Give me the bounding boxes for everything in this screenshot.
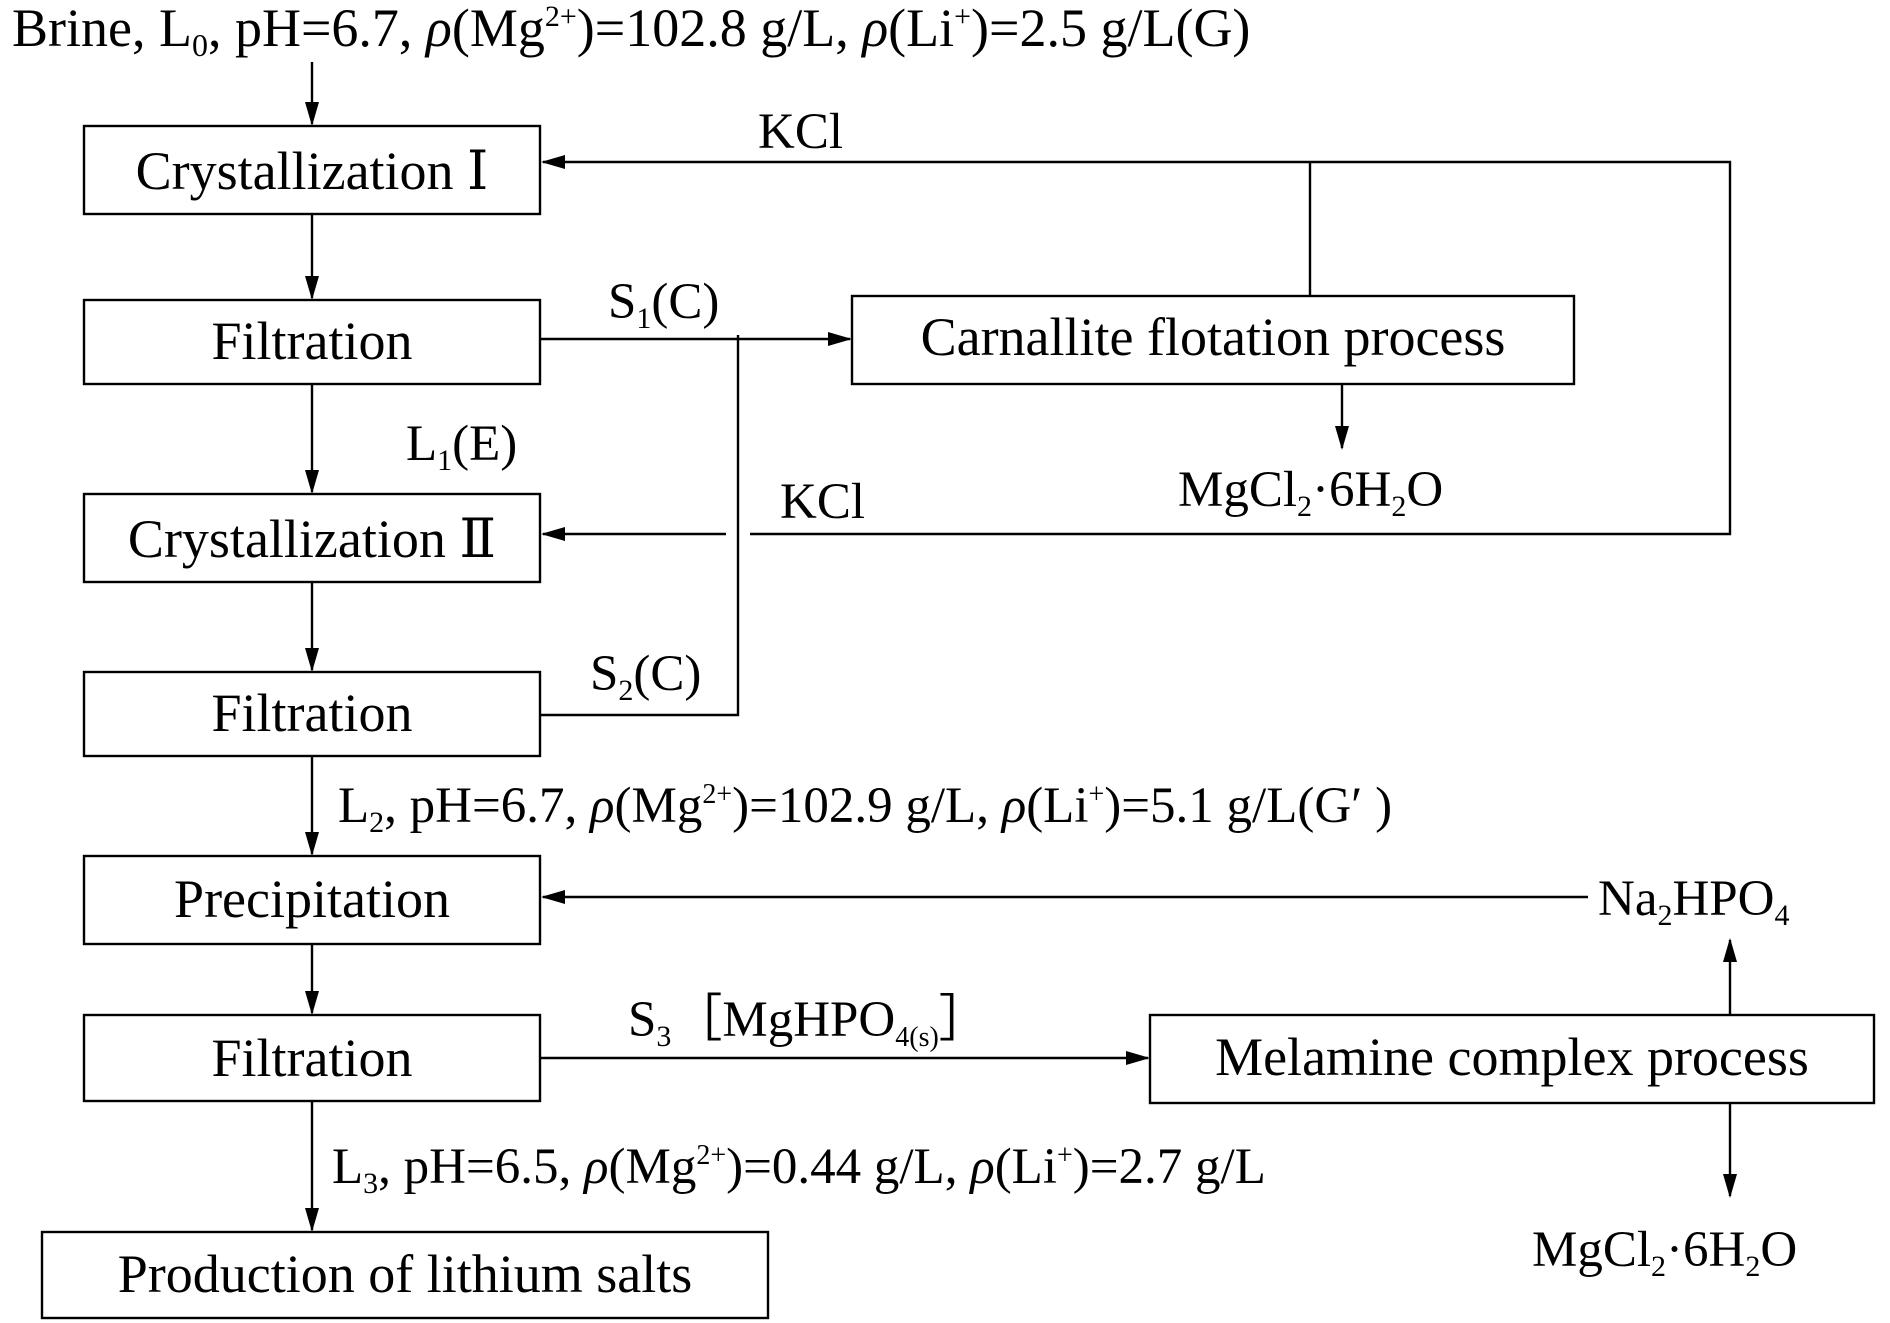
- l3-li: (Li: [995, 1139, 1057, 1195]
- filtration-3-label: Filtration: [212, 1028, 413, 1088]
- s1-sub: 1: [636, 302, 651, 335]
- mgcl2-b-part2: ·6H: [1666, 1222, 1745, 1278]
- l3-li-sup: +: [1057, 1140, 1073, 1171]
- s2-rest: (C): [633, 646, 701, 702]
- mgcl2-a-part2: ·6H: [1312, 462, 1391, 518]
- l1-rest: (E): [452, 416, 517, 472]
- l2-li-val: )=5.1 g/L(G′ ): [1104, 778, 1392, 834]
- mgcl2-b-sub2: 2: [1745, 1250, 1760, 1283]
- l2-li-sup: +: [1089, 779, 1105, 810]
- s2-main: S: [590, 646, 618, 702]
- na2hpo4-label: Na2HPO4: [1598, 871, 1790, 932]
- brine-rho-li: ρ: [860, 0, 888, 58]
- box-lithium-salts: Production of lithium salts: [40, 1230, 770, 1320]
- mgcl2-a-sub1: 2: [1297, 490, 1312, 523]
- s3-part2: ［MgHPO: [671, 992, 895, 1048]
- na2hpo4-part1: Na: [1598, 871, 1657, 927]
- s3-part1: S: [628, 992, 656, 1048]
- brine-mg-sup: 2+: [545, 0, 577, 33]
- box-filtration-1: Filtration: [82, 298, 542, 386]
- box-precipitation: Precipitation: [82, 854, 542, 946]
- brine-li-sup: +: [954, 0, 971, 33]
- s3-sub2: 4(s): [895, 1022, 939, 1053]
- s1-label: S1(C): [608, 274, 719, 335]
- l2-ph: , pH=6.7,: [384, 778, 590, 834]
- s3-sub1: 3: [656, 1020, 671, 1053]
- s1-rest: (C): [651, 274, 719, 330]
- l3-ph: , pH=6.5,: [378, 1139, 584, 1195]
- l2-mg: (Mg: [614, 778, 702, 834]
- mgcl2-b-part1: MgCl: [1532, 1222, 1651, 1278]
- brine-ph: , pH=6.7,: [208, 0, 426, 58]
- l2-mg-val: )=102.9 g/L,: [732, 778, 1002, 834]
- l3-mg-sup: 2+: [696, 1140, 726, 1171]
- brine-rho-mg: ρ: [424, 0, 452, 58]
- filtration-1-label: Filtration: [212, 311, 413, 371]
- mgcl2-melamine-label: MgCl2·6H2O: [1532, 1222, 1797, 1283]
- lithium-salts-label: Production of lithium salts: [118, 1244, 693, 1304]
- kcl-mid-label: KCl: [780, 474, 865, 530]
- s2-label: S2(C): [590, 646, 701, 707]
- na2hpo4-part2: HPO: [1672, 871, 1774, 927]
- box-crystallization-2: Crystallization Ⅱ: [82, 492, 542, 584]
- s1-main: S: [608, 274, 636, 330]
- l2-sub: 2: [369, 806, 384, 839]
- precipitation-label: Precipitation: [174, 869, 450, 929]
- mgcl2-a-sub2: 2: [1391, 490, 1406, 523]
- kcl-top-label: KCl: [758, 104, 843, 160]
- brine-sub: 0: [192, 27, 208, 63]
- l2-mg-sup: 2+: [702, 779, 732, 810]
- brine-prefix: Brine, L: [12, 0, 192, 58]
- l2-stream-label: L2, pH=6.7, ρ(Mg2+)=102.9 g/L, ρ(Li+)=5.…: [338, 778, 1392, 839]
- l2-rho-li: ρ: [1000, 778, 1026, 834]
- l1-label: L1(E): [406, 416, 517, 477]
- l3-li-val: )=2.7 g/L: [1073, 1139, 1266, 1195]
- s3-part3: ］: [939, 992, 990, 1048]
- s3-label: S3［MgHPO4(s)］: [628, 992, 990, 1053]
- crystallization-2-label: Crystallization Ⅱ: [128, 509, 496, 569]
- brine-feed-label: Brine, L0, pH=6.7, ρ(Mg2+)=102.8 g/L, ρ(…: [12, 0, 1250, 63]
- l3-stream-label: L3, pH=6.5, ρ(Mg2+)=0.44 g/L, ρ(Li+)=2.7…: [332, 1139, 1266, 1200]
- line-s2-to-s1: [540, 335, 740, 717]
- l1-sub: 1: [437, 444, 452, 477]
- box-carnallite-flotation: Carnallite flotation process: [850, 294, 1576, 386]
- l2-li: (Li: [1026, 778, 1088, 834]
- mgcl2-b-part3: O: [1760, 1222, 1797, 1278]
- melamine-complex-label: Melamine complex process: [1215, 1027, 1809, 1087]
- box-crystallization-1: Crystallization Ⅰ: [82, 124, 542, 216]
- mgcl2-carnallite-label: MgCl2·6H2O: [1178, 462, 1443, 523]
- mgcl2-a-part1: MgCl: [1178, 462, 1297, 518]
- brine-mg-val: )=102.8 g/L,: [577, 0, 862, 58]
- mgcl2-a-part3: O: [1406, 462, 1443, 518]
- mgcl2-b-sub1: 2: [1651, 1250, 1666, 1283]
- l3-sub: 3: [363, 1167, 378, 1200]
- brine-mg: (Mg: [452, 0, 545, 58]
- s2-sub: 2: [618, 674, 633, 707]
- filtration-2-label: Filtration: [212, 683, 413, 743]
- l3-rho-li: ρ: [968, 1139, 994, 1195]
- l3-mg: (Mg: [608, 1139, 696, 1195]
- brine-li: (Li: [888, 0, 954, 58]
- na2hpo4-sub1: 2: [1657, 899, 1672, 932]
- l3-rho-mg: ρ: [582, 1139, 608, 1195]
- box-melamine-complex: Melamine complex process: [1148, 1013, 1876, 1105]
- l3-main: L: [332, 1139, 363, 1195]
- line-kcl-loop: [750, 160, 1732, 536]
- l2-rho-mg: ρ: [588, 778, 614, 834]
- carnallite-flotation-label: Carnallite flotation process: [921, 307, 1506, 367]
- crystallization-1-label: Crystallization Ⅰ: [136, 141, 489, 201]
- l3-mg-val: )=0.44 g/L,: [726, 1139, 970, 1195]
- box-filtration-3: Filtration: [82, 1013, 542, 1103]
- l1-main: L: [406, 416, 437, 472]
- l2-main: L: [338, 778, 369, 834]
- na2hpo4-sub2: 4: [1775, 899, 1790, 932]
- box-filtration-2: Filtration: [82, 670, 542, 758]
- brine-li-val: )=2.5 g/L(G): [971, 0, 1250, 58]
